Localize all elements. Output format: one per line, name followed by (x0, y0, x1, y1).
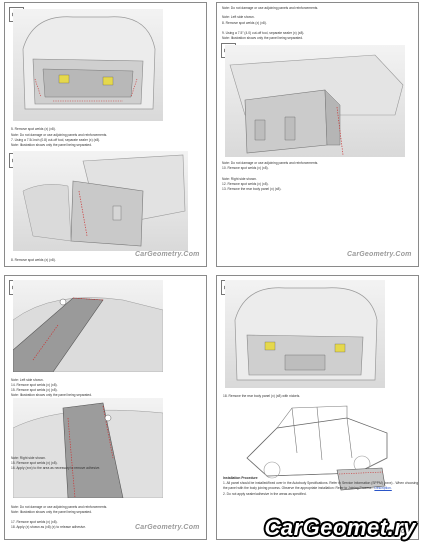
body-frame-illustration (237, 398, 397, 493)
brand-logo: CarGeomet.ry (264, 515, 416, 540)
manual-page-2: Note: Do not damage or use adjoining pan… (216, 2, 419, 267)
watermark: CarGeometry.Com (347, 528, 412, 535)
manual-page-3: Note: Left side shown. 14. Remove spot w… (4, 275, 207, 540)
rear-panel-removed-illustration (225, 280, 385, 388)
note-text: Note: Do not damage or use adjoining pan… (11, 133, 108, 137)
step-text: 14. Remove spot welds (x) (x8). (11, 383, 58, 387)
cargo-floor-illustration (225, 45, 405, 157)
step-text: 15. Remove spot welds (x) (x8). (11, 388, 58, 392)
note-text: Note: Right side shown. (11, 456, 46, 460)
step-text-body: the panel with the body joining process.… (223, 486, 374, 490)
section-heading: Installation Procedure (223, 476, 258, 480)
note-text: Note: Do not damage or use adjoining pan… (222, 6, 319, 10)
step-text: 5. Remove spot welds (x) (x8). (11, 127, 56, 131)
note-text: Note: Illustration shows only the panel … (11, 393, 93, 397)
sealer-cut-illustration (13, 151, 188, 251)
note-text: Note: Do not damage or use adjoining pan… (11, 505, 108, 509)
step-text: 18. Remove the rear body panel (x) (x8) … (223, 394, 301, 398)
note-text: Note: Illustration shows only the panel … (11, 510, 93, 514)
watermark: CarGeometry.Com (135, 524, 200, 531)
step-text: 13. Remove the rear body panel (x) (x8). (222, 187, 282, 191)
step-text: the panel with the body joining process.… (223, 486, 392, 490)
step-text: 2. Do not apply sealer/adhesive in the a… (223, 492, 307, 496)
joining-process-link[interactable]: Description. (374, 486, 392, 490)
step-text: 18. Apply (x) shown as (x8) (x) to relea… (11, 525, 86, 529)
note-text: Note: Do not damage or use adjoining pan… (222, 161, 319, 165)
rear-body-panel-illustration (13, 9, 163, 121)
step-text: 17. Remove spot welds (x) (x8). (11, 520, 58, 524)
manual-page-1: 5. Remove spot welds (x) (x8). Note: Do … (4, 2, 207, 267)
note-text: Note: Illustration shows only the panel … (222, 36, 304, 40)
step-text: 8. Remove spot welds (x) (x8). (11, 258, 56, 262)
note-text: Note: Left side shown. (222, 15, 255, 19)
note-text: Note: Illustration shows only the panel … (11, 143, 93, 147)
note-text: Note: Right side shown. (222, 177, 257, 181)
step-text: 1. All panel should be installed/fixed o… (223, 481, 419, 485)
step-text: 12. Remove spot welds (x) (x8). (222, 182, 269, 186)
step-text: 10. Remove spot welds (x) (x8). (222, 166, 269, 170)
pillar-illustration-upper (13, 280, 163, 372)
pillar-illustration-lower (13, 398, 163, 498)
note-text: Note: Left side shown. (11, 378, 44, 382)
step-text: 15. Remove spot welds (x) (x8). (11, 461, 58, 465)
step-text: 16. Apply (xxx) to the area as necessary… (11, 466, 101, 470)
step-text: 7. Using a 7.5/-inch (0.8) cut-off tool,… (11, 138, 101, 142)
watermark: CarGeometry.Com (347, 251, 412, 258)
step-text: 9. Using a 7.5" (4.0) cut-off tool, sepa… (222, 31, 305, 35)
watermark: CarGeometry.Com (135, 251, 200, 258)
manual-page-4: 18. Remove the rear body panel (x) (x8) … (216, 275, 419, 540)
step-text: 8. Remove spot welds (x) (x8). (222, 21, 267, 25)
